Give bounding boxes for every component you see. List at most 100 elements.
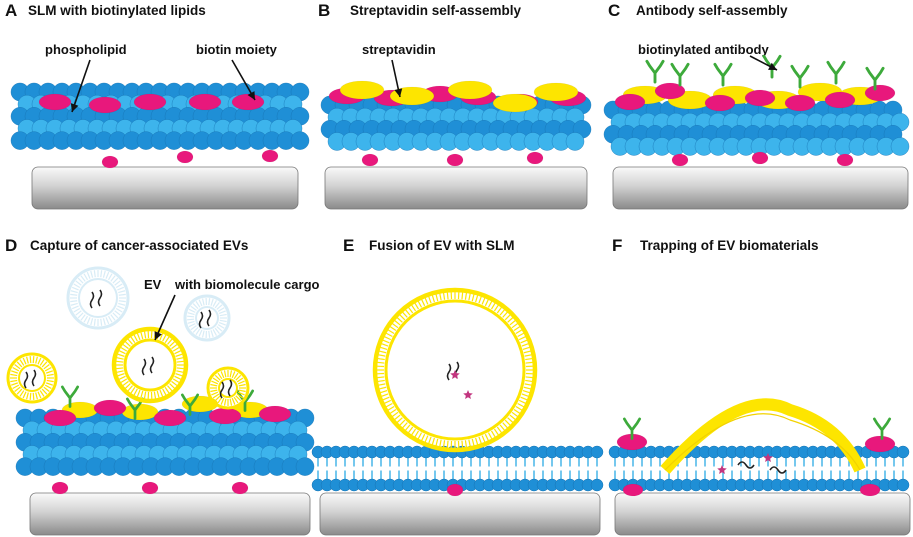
vesicle-tail <box>396 317 403 323</box>
vesicle-tail <box>90 270 94 278</box>
vesicle-tail <box>10 382 19 386</box>
arrow-head <box>70 103 79 112</box>
vesicle-tail <box>44 367 52 372</box>
vesicle-tail <box>490 430 496 438</box>
vesicle-tail <box>525 379 533 383</box>
vesicle-tail <box>523 386 531 390</box>
vesicle-tail <box>238 389 246 393</box>
vesicle-tail <box>35 392 38 400</box>
vesicle-tail <box>195 300 201 308</box>
vesicle-tail <box>210 298 214 306</box>
vesicle-tail <box>16 388 23 395</box>
vesicle-tail <box>117 286 125 291</box>
vesicle-tail <box>44 384 52 389</box>
antibody-icon <box>125 397 145 420</box>
vesicle-tail <box>471 438 475 446</box>
vesicle-tail <box>507 317 514 323</box>
vesicle-tail <box>428 296 432 304</box>
vesicle-tail <box>389 326 397 332</box>
cargo-star-icon <box>763 453 773 463</box>
vesicle-tail <box>127 385 133 392</box>
biotin-moiety <box>188 93 222 111</box>
vesicle-inner-leaflet <box>78 278 118 318</box>
antibody-arm <box>235 389 255 412</box>
biotin-moiety <box>176 150 194 164</box>
lipid-bilayer <box>608 445 910 492</box>
vesicle-tail <box>133 334 138 342</box>
vesicle-tail <box>509 320 516 326</box>
cargo-star-icon <box>717 465 727 475</box>
vesicle-tail <box>26 356 29 364</box>
lipid-head <box>565 132 585 151</box>
vesicle-tail <box>233 396 239 404</box>
vesicle-tail <box>464 292 468 300</box>
vesicle-tail <box>187 315 195 318</box>
antibody-arm <box>670 62 690 87</box>
vesicle-tail <box>212 329 218 336</box>
antibody-icon <box>670 62 690 87</box>
vesicle-tail <box>110 314 116 321</box>
ev-label: EV <box>144 277 162 292</box>
vesicle-tail <box>387 329 395 335</box>
vesicle-tail <box>156 390 160 398</box>
vesicle-tail <box>118 290 126 294</box>
vesicle-tail <box>229 398 233 406</box>
vesicle-tail <box>414 430 420 438</box>
vesicle-tail <box>385 402 393 408</box>
protein-group <box>38 54 896 497</box>
vesicle-tail <box>118 300 126 303</box>
vesicle-tail <box>39 390 45 397</box>
biotin-moiety <box>446 483 464 497</box>
vesicle-tail <box>43 364 50 370</box>
vesicle-tail <box>515 405 523 411</box>
biotin-moiety <box>153 409 187 427</box>
panel-f-title: Trapping of EV biomaterials <box>640 238 819 253</box>
vesicle-tail <box>405 424 411 431</box>
vesicle-tail <box>493 304 499 312</box>
vesicle-tail <box>216 304 223 310</box>
biotin-moiety <box>784 94 816 112</box>
vesicle-tail <box>80 314 86 321</box>
lipid-head <box>290 131 310 150</box>
vesicle-tail <box>171 380 178 387</box>
panel-e-title: Fusion of EV with SLM <box>369 238 515 253</box>
vesicle-tail <box>175 373 183 377</box>
vesicle-tail <box>446 440 449 448</box>
panel-b-letter: B <box>318 1 331 20</box>
vesicle-tail <box>116 367 124 370</box>
vesicle-tail <box>490 302 496 310</box>
antibody-arm <box>790 64 810 89</box>
streptavidin-protein <box>492 93 538 113</box>
vesicle-tail <box>198 299 203 307</box>
vesicle-tail <box>382 396 390 401</box>
vesicle-tail <box>29 392 32 400</box>
vesicle-tail <box>223 398 227 406</box>
vesicle-tail <box>192 326 199 333</box>
vesicle-tail <box>461 292 464 300</box>
vesicle-tail <box>518 336 526 341</box>
vesicle-tail <box>210 330 214 338</box>
biotin-moiety <box>704 94 736 112</box>
streptavidin-protein <box>533 82 579 102</box>
vesicle-tail <box>442 440 446 448</box>
vesicle-tail <box>112 277 119 284</box>
vesicle-tail <box>43 386 50 392</box>
vesicle-tail <box>116 360 124 363</box>
vesicle-tail <box>478 296 482 304</box>
vesicle-tail <box>378 354 386 357</box>
antibody-icon <box>872 417 892 440</box>
vesicle-tail <box>377 357 385 361</box>
vesicle-tail <box>176 357 184 360</box>
substrate <box>31 166 299 210</box>
panel-a-title: SLM with biotinylated lipids <box>28 3 206 18</box>
vesicle-tail <box>217 307 225 312</box>
vesicle-tail <box>75 280 82 286</box>
vesicle-tail <box>124 341 131 347</box>
antibody-icon <box>645 59 665 84</box>
vesicle-tail <box>408 426 414 434</box>
vesicle-tail <box>511 411 519 417</box>
vesicle-tail <box>212 377 220 383</box>
vesicle-tail <box>116 357 124 360</box>
vesicle-tail <box>431 295 435 303</box>
vesicle-tail <box>83 273 89 281</box>
